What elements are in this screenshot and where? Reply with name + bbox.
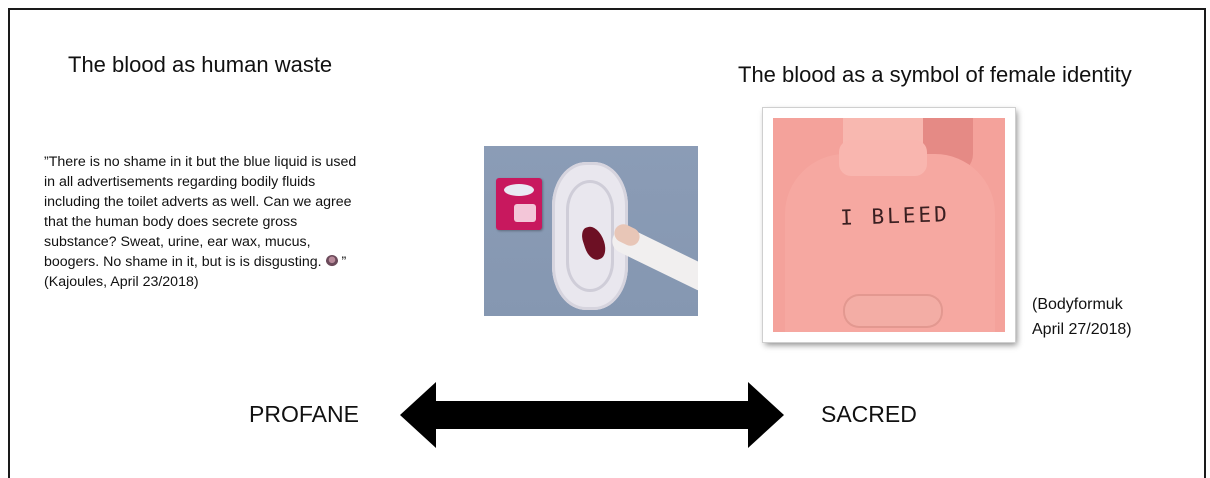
quote-line: ”There is no shame in it but the blue li… [44,152,464,172]
sanitary-pad-photo [484,146,698,316]
quote-line-text: boogers. No shame in it, but is is disgu… [44,254,322,270]
folded-hands [843,294,943,328]
credit-line-1: (Bodyformuk [1032,292,1132,317]
right-heading: The blood as a symbol of female identity [738,62,1132,88]
i-bleed-photo: I BLEED [773,118,1005,332]
profane-label: PROFANE [249,401,359,428]
sacred-label: SACRED [821,401,917,428]
quote-line-with-emoji: boogers. No shame in it, but is is disgu… [44,252,464,272]
credit-line-2: April 27/2018) [1032,317,1132,342]
quote-line: including the toilet adverts as well. Ca… [44,192,464,212]
left-heading: The blood as human waste [68,52,332,78]
double-arrow-icon [400,382,784,448]
quote-close-mark: ” [338,254,347,270]
quote-citation: (Kajoules, April 23/2018) [44,272,464,292]
quote-line: in all advertisements regarding bodily f… [44,172,464,192]
sweater-slogan: I BLEED [835,202,956,230]
quote-block: ”There is no shame in it but the blue li… [44,152,464,292]
i-bleed-photo-frame: I BLEED [763,108,1015,342]
quote-line: that the human body does secrete gross [44,212,464,232]
sweater-collar [839,140,927,176]
double-arrow-shape [400,382,784,448]
pad-package [496,178,542,230]
photo-credit: (Bodyformuk April 27/2018) [1032,292,1132,342]
quote-line: substance? Sweat, urine, ear wax, mucus, [44,232,464,252]
woman-shrugging-icon [326,255,338,267]
